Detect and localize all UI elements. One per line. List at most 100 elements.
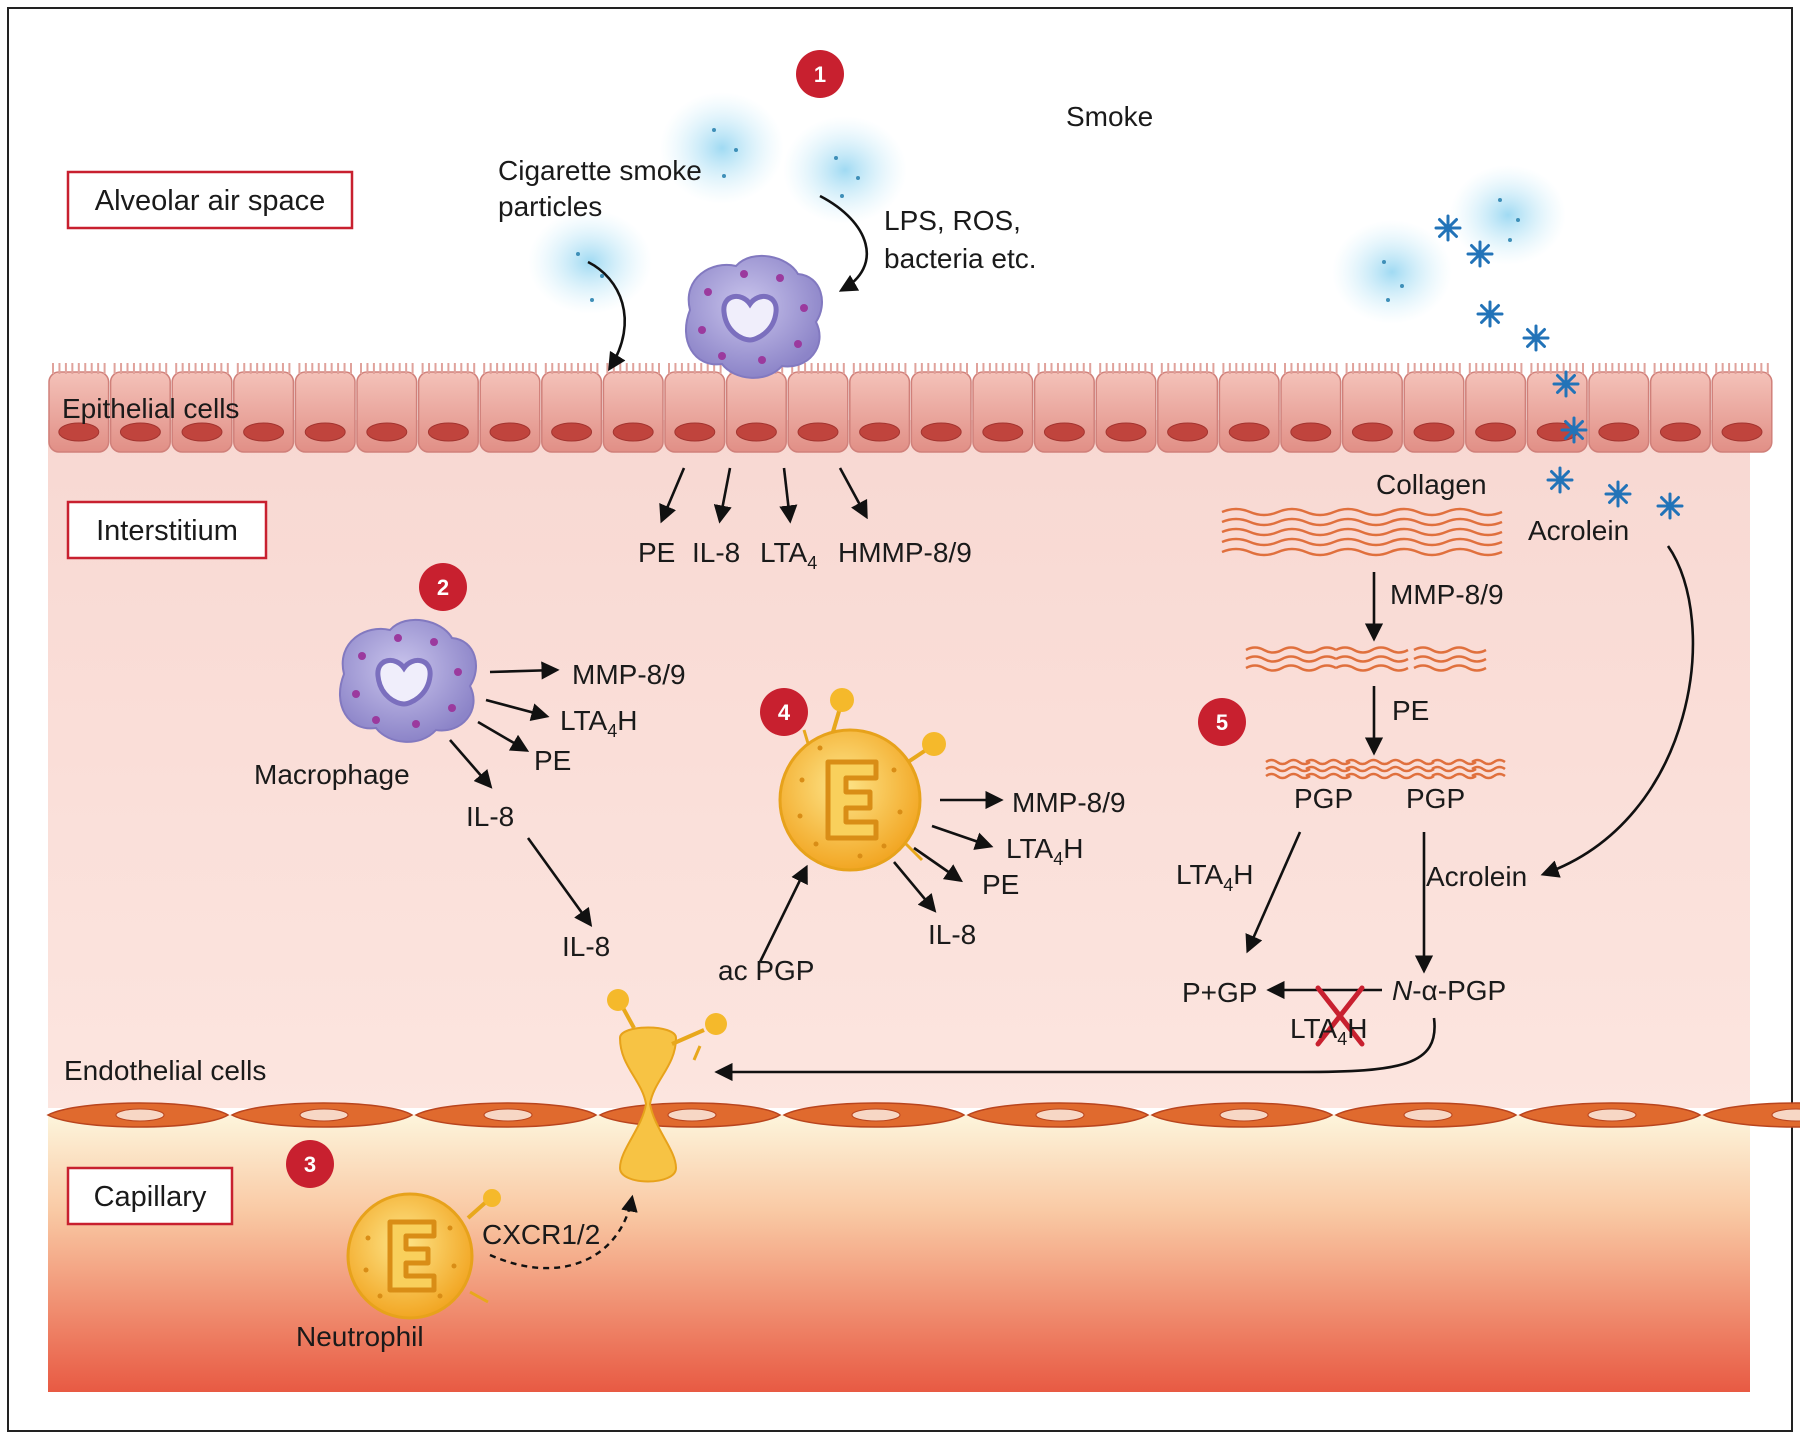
arrow-neut-pe [913, 846, 963, 883]
epithelial-cell [356, 363, 418, 453]
epithelial-cell [1095, 363, 1157, 453]
epithelial-cell [1465, 363, 1527, 453]
epithelial-cell [849, 363, 911, 453]
epithelial-cell [417, 363, 479, 453]
epithelial-cell [294, 363, 356, 453]
collagen-strand [1221, 507, 1503, 517]
epithelial-cell [1588, 363, 1650, 453]
epithelial-cell [1403, 363, 1465, 453]
epithelial-cell [1649, 363, 1711, 453]
step-badge-2: 2 [419, 563, 467, 611]
epithelial-cell [664, 363, 726, 453]
collagen-peptide [1265, 758, 1311, 766]
blocked-cross [1315, 985, 1365, 1047]
n-alpha-pgp-label: N-α-PGP [1392, 975, 1506, 1006]
acrolein-star [1560, 416, 1588, 444]
collagen-peptide [1431, 765, 1477, 773]
epi-product-hmmp: HMMP-8/9 [838, 537, 972, 568]
particles-label-2: particles [498, 191, 602, 222]
svg-text:4: 4 [778, 700, 791, 725]
endothelial-cell [46, 1102, 230, 1128]
collagen-fragment [1245, 646, 1337, 654]
acrolein-star [1466, 240, 1494, 268]
step-badge-4: 4 [760, 688, 808, 736]
epithelial-cell [1218, 363, 1280, 453]
svg-text:5: 5 [1216, 710, 1228, 735]
acrolein-star [1522, 324, 1550, 352]
endothelial-cell [966, 1102, 1150, 1128]
smoke-cloud [660, 92, 784, 204]
collagen-peptide [1305, 772, 1351, 780]
smoke-clouds [528, 92, 1566, 324]
region-alveolar: Alveolar air space [66, 170, 354, 230]
collagen-fibers [1221, 507, 1506, 780]
collagen-label: Collagen [1376, 469, 1487, 500]
arrow-neut-il8 [893, 861, 937, 913]
collagen-peptide [1471, 758, 1506, 766]
endothelial-label: Endothelial cells [64, 1055, 266, 1086]
arrow-napgp-to-neutrophil [714, 1017, 1436, 1082]
smoke-cloud [1332, 220, 1452, 324]
endothelial-cell [1518, 1102, 1702, 1128]
mac-pe-label: PE [534, 745, 571, 776]
arrow-il8 [713, 467, 732, 524]
endothelial-layer [46, 1102, 1800, 1128]
step-badge-3: 3 [286, 1140, 334, 1188]
endothelial-cell [782, 1102, 966, 1128]
epithelial-label: Epithelial cells [62, 393, 239, 424]
acrolein-star [1604, 480, 1632, 508]
neut-il8-label: IL-8 [928, 919, 976, 950]
arrow-mac-lta4h [485, 698, 550, 722]
mac-il8-label: IL-8 [466, 801, 514, 832]
collagen-peptide [1389, 758, 1435, 766]
neutrophil-transmigrating [607, 989, 727, 1183]
collagen-fragment [1245, 664, 1337, 672]
blocked-lta4h-label: LTA4H [1290, 1013, 1367, 1049]
collagen-strand [1221, 537, 1503, 547]
neutrophil-activated [778, 688, 946, 872]
arrow-mac-mmp [489, 661, 560, 680]
cxcr-label: CXCR1/2 [482, 1219, 600, 1250]
epi-product-lta4: LTA4 [760, 537, 817, 573]
collagen-strand [1221, 527, 1503, 537]
collagen-peptide [1389, 765, 1435, 773]
pgp-label-a: PGP [1294, 783, 1353, 814]
epithelial-cell [48, 363, 110, 453]
endothelial-cell [230, 1102, 414, 1128]
acrolein-molecules [1434, 214, 1684, 520]
arrow-pe [659, 467, 686, 524]
arrow-il8-il8 [526, 837, 593, 927]
collagen-fragment [1335, 646, 1409, 654]
svg-text:1: 1 [814, 62, 826, 87]
acrolein-star [1656, 492, 1684, 520]
epithelial-cell [1280, 363, 1342, 453]
collagen-peptide [1431, 772, 1477, 780]
step-badge-1: 1 [796, 50, 844, 98]
arrow-cxcr-dashed [489, 1194, 638, 1270]
pgp-product-label: P+GP [1182, 977, 1257, 1008]
collagen-mmp-label: MMP-8/9 [1390, 579, 1504, 610]
arrow-acrolein-curve [1540, 545, 1695, 878]
collagen-peptide [1389, 772, 1435, 780]
collagen-peptide [1305, 758, 1351, 766]
collagen-peptide [1265, 765, 1311, 773]
smoke-cloud [783, 116, 907, 224]
epithelial-cell [972, 363, 1034, 453]
epi-product-pe: PE [638, 537, 675, 568]
mac-mmp-label: MMP-8/9 [572, 659, 686, 690]
collagen-peptide [1305, 765, 1351, 773]
arrow-pgp-lta4h [1245, 831, 1302, 954]
epithelial-cell [602, 363, 664, 453]
acpgp-label: ac PGP [718, 955, 814, 986]
arrow-lps-to-macrophage [819, 194, 869, 292]
macrophage-alveolar [685, 254, 823, 379]
arrow-particles-to-epithelium [587, 260, 627, 372]
step-badge-5: 5 [1198, 698, 1246, 746]
collagen-fragment [1413, 646, 1487, 654]
epithelial-cell [1341, 363, 1403, 453]
collagen-peptide [1345, 772, 1391, 780]
region-capillary: Capillary [66, 1166, 234, 1226]
lps-label-1: LPS, ROS, [884, 205, 1021, 236]
collagen-peptide [1471, 765, 1506, 773]
